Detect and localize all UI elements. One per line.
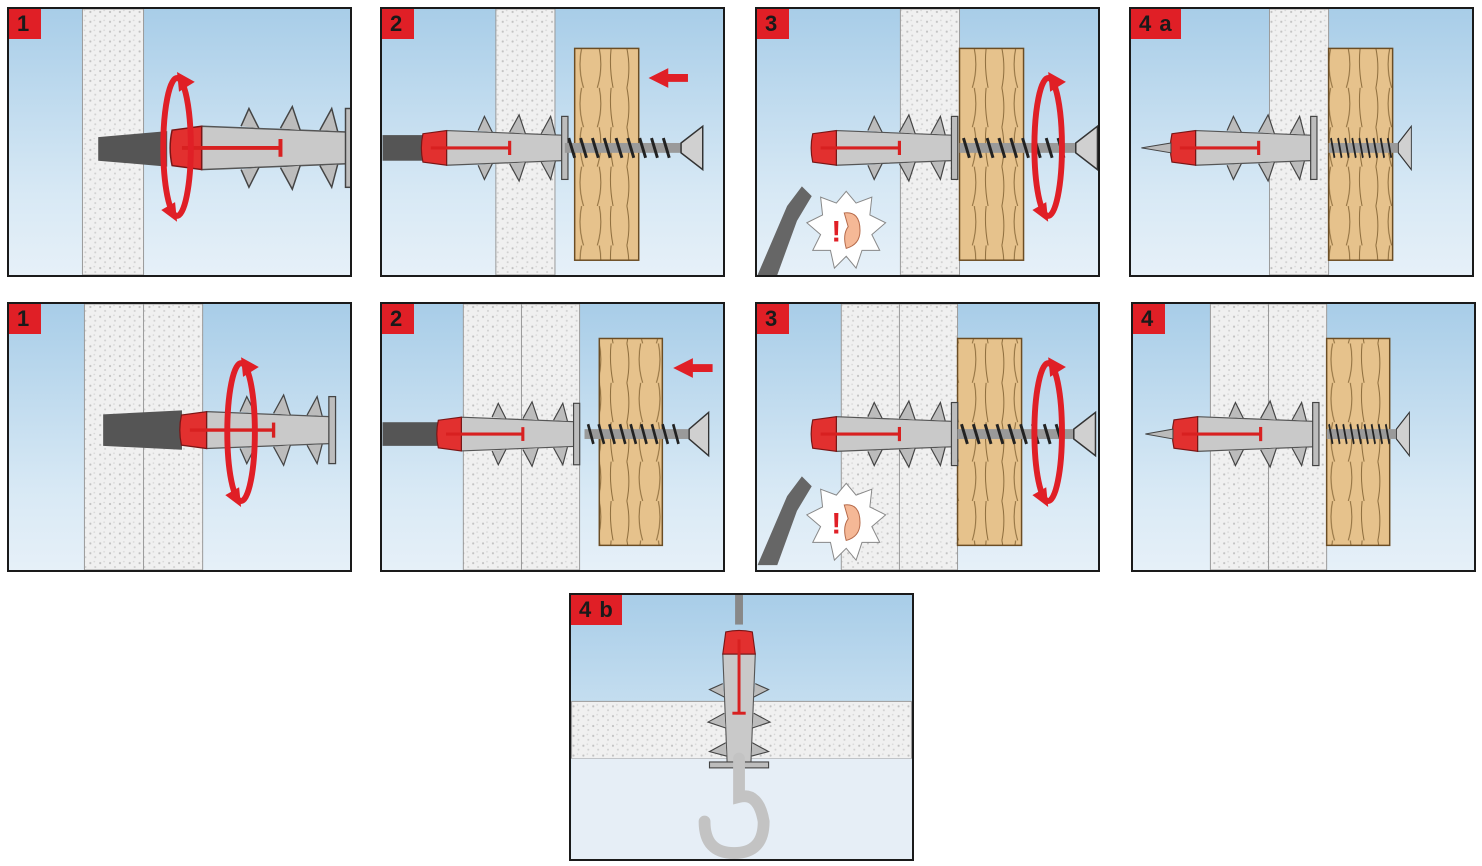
diagram-panel-5: 1	[7, 302, 352, 572]
diagram-panel-6: 2	[380, 302, 725, 572]
step-label: 4	[1133, 304, 1165, 334]
diagram-panel-3: 3 !	[755, 7, 1100, 277]
screwdriver-icon	[757, 476, 812, 566]
step-label: 2	[382, 304, 414, 334]
panel-illustration	[382, 304, 713, 570]
diagram-panel-4b: 4 b	[569, 593, 914, 861]
panel-illustration: !	[757, 304, 1097, 570]
step-label: 1	[9, 9, 41, 39]
exclamation-icon: !	[831, 216, 841, 249]
step-label: 4 b	[571, 595, 622, 625]
step-label: 3	[757, 304, 789, 334]
step-label: 2	[382, 9, 414, 39]
screwdriver-icon	[757, 186, 812, 275]
panel-illustration	[1145, 304, 1411, 570]
panel-illustration	[81, 9, 350, 275]
step-label: 1	[9, 304, 41, 334]
panel-illustration	[571, 595, 912, 859]
exclamation-icon: !	[831, 508, 841, 541]
panel-illustration	[83, 304, 338, 570]
diagram-panel-4a: 4 a	[1129, 7, 1474, 277]
panel-illustration	[1141, 9, 1413, 275]
ear-icon	[805, 190, 887, 270]
hook-icon	[698, 752, 770, 859]
push-arrow-icon	[648, 68, 688, 88]
diagram-panel-2: 2	[380, 7, 725, 277]
step-label: 3	[757, 9, 789, 39]
diagram-panel-1: 1	[7, 7, 352, 277]
ear-icon	[805, 482, 887, 562]
panel-illustration	[382, 9, 705, 275]
push-arrow-icon	[673, 358, 713, 378]
panel-illustration: !	[757, 9, 1098, 275]
step-label: 4 a	[1131, 9, 1181, 39]
diagram-panel-8: 4	[1131, 302, 1476, 572]
diagram-panel-7: 3 !	[755, 302, 1100, 572]
